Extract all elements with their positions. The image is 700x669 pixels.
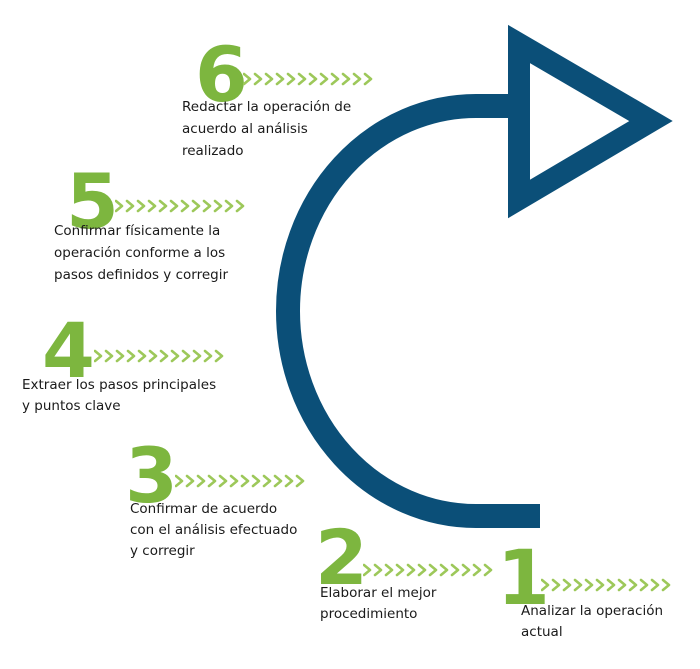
step-line: Analizar la operación [521, 603, 664, 619]
step-number-1: 1 [497, 533, 550, 622]
curved-arrow-shaft [276, 94, 540, 528]
chevron-arrow-icon [115, 198, 251, 214]
arrow-head [508, 24, 673, 219]
step-number-4: 4 [42, 306, 95, 395]
step-number-2: 2 [315, 513, 368, 602]
step-line: y corregir [130, 543, 195, 559]
chevron-arrow-icon [94, 348, 230, 364]
step-line: con el análisis efectuado [130, 522, 298, 538]
step-number-3: 3 [125, 431, 178, 520]
step-line: Extraer los pasos principales [22, 377, 217, 393]
step-line: Confirmar de acuerdo [130, 501, 278, 517]
step-line: operación conforme a los [54, 245, 226, 261]
step-line: Elaborar el mejor [320, 585, 437, 601]
step-line: Confirmar físicamente la [54, 223, 221, 239]
step-line: realizado [182, 143, 244, 159]
step-line: pasos definidos y corregir [54, 267, 229, 283]
chevron-arrow-icon [541, 577, 677, 593]
step-line: acuerdo al análisis [182, 121, 308, 137]
step-line: actual [521, 624, 563, 640]
step-line: y puntos clave [22, 398, 121, 414]
step-number-6: 6 [195, 30, 248, 119]
step-line: Redactar la operación de [182, 99, 352, 115]
step-number-5: 5 [66, 157, 119, 246]
step-line: procedimiento [320, 606, 418, 622]
chevron-arrow-icon [175, 473, 311, 489]
chevron-arrow-icon [243, 71, 379, 87]
chevron-arrow-icon [363, 562, 499, 578]
